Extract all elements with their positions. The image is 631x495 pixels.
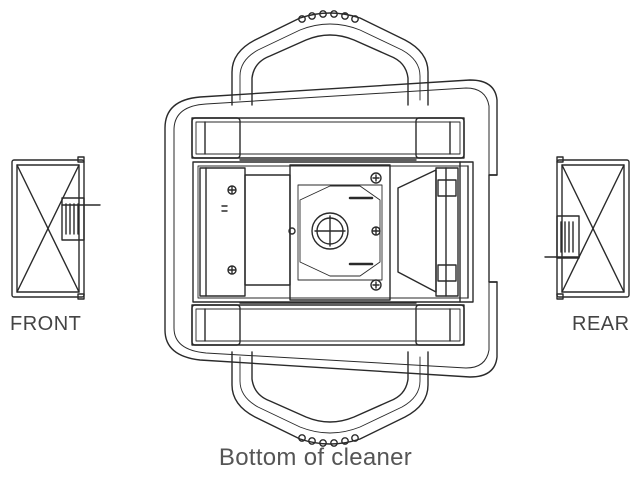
bottom-handle: [231, 351, 429, 447]
top-track: [191, 117, 465, 161]
front-label: FRONT: [10, 313, 82, 335]
rear-label: REAR: [572, 313, 630, 335]
underside-plate: [192, 161, 474, 303]
front-filter: [11, 156, 101, 300]
figure-caption: Bottom of cleaner: [218, 444, 413, 471]
bottom-track: [191, 302, 465, 346]
cleaner-body: [164, 79, 498, 378]
rear-filter: [544, 156, 630, 300]
top-handle: [231, 10, 429, 106]
